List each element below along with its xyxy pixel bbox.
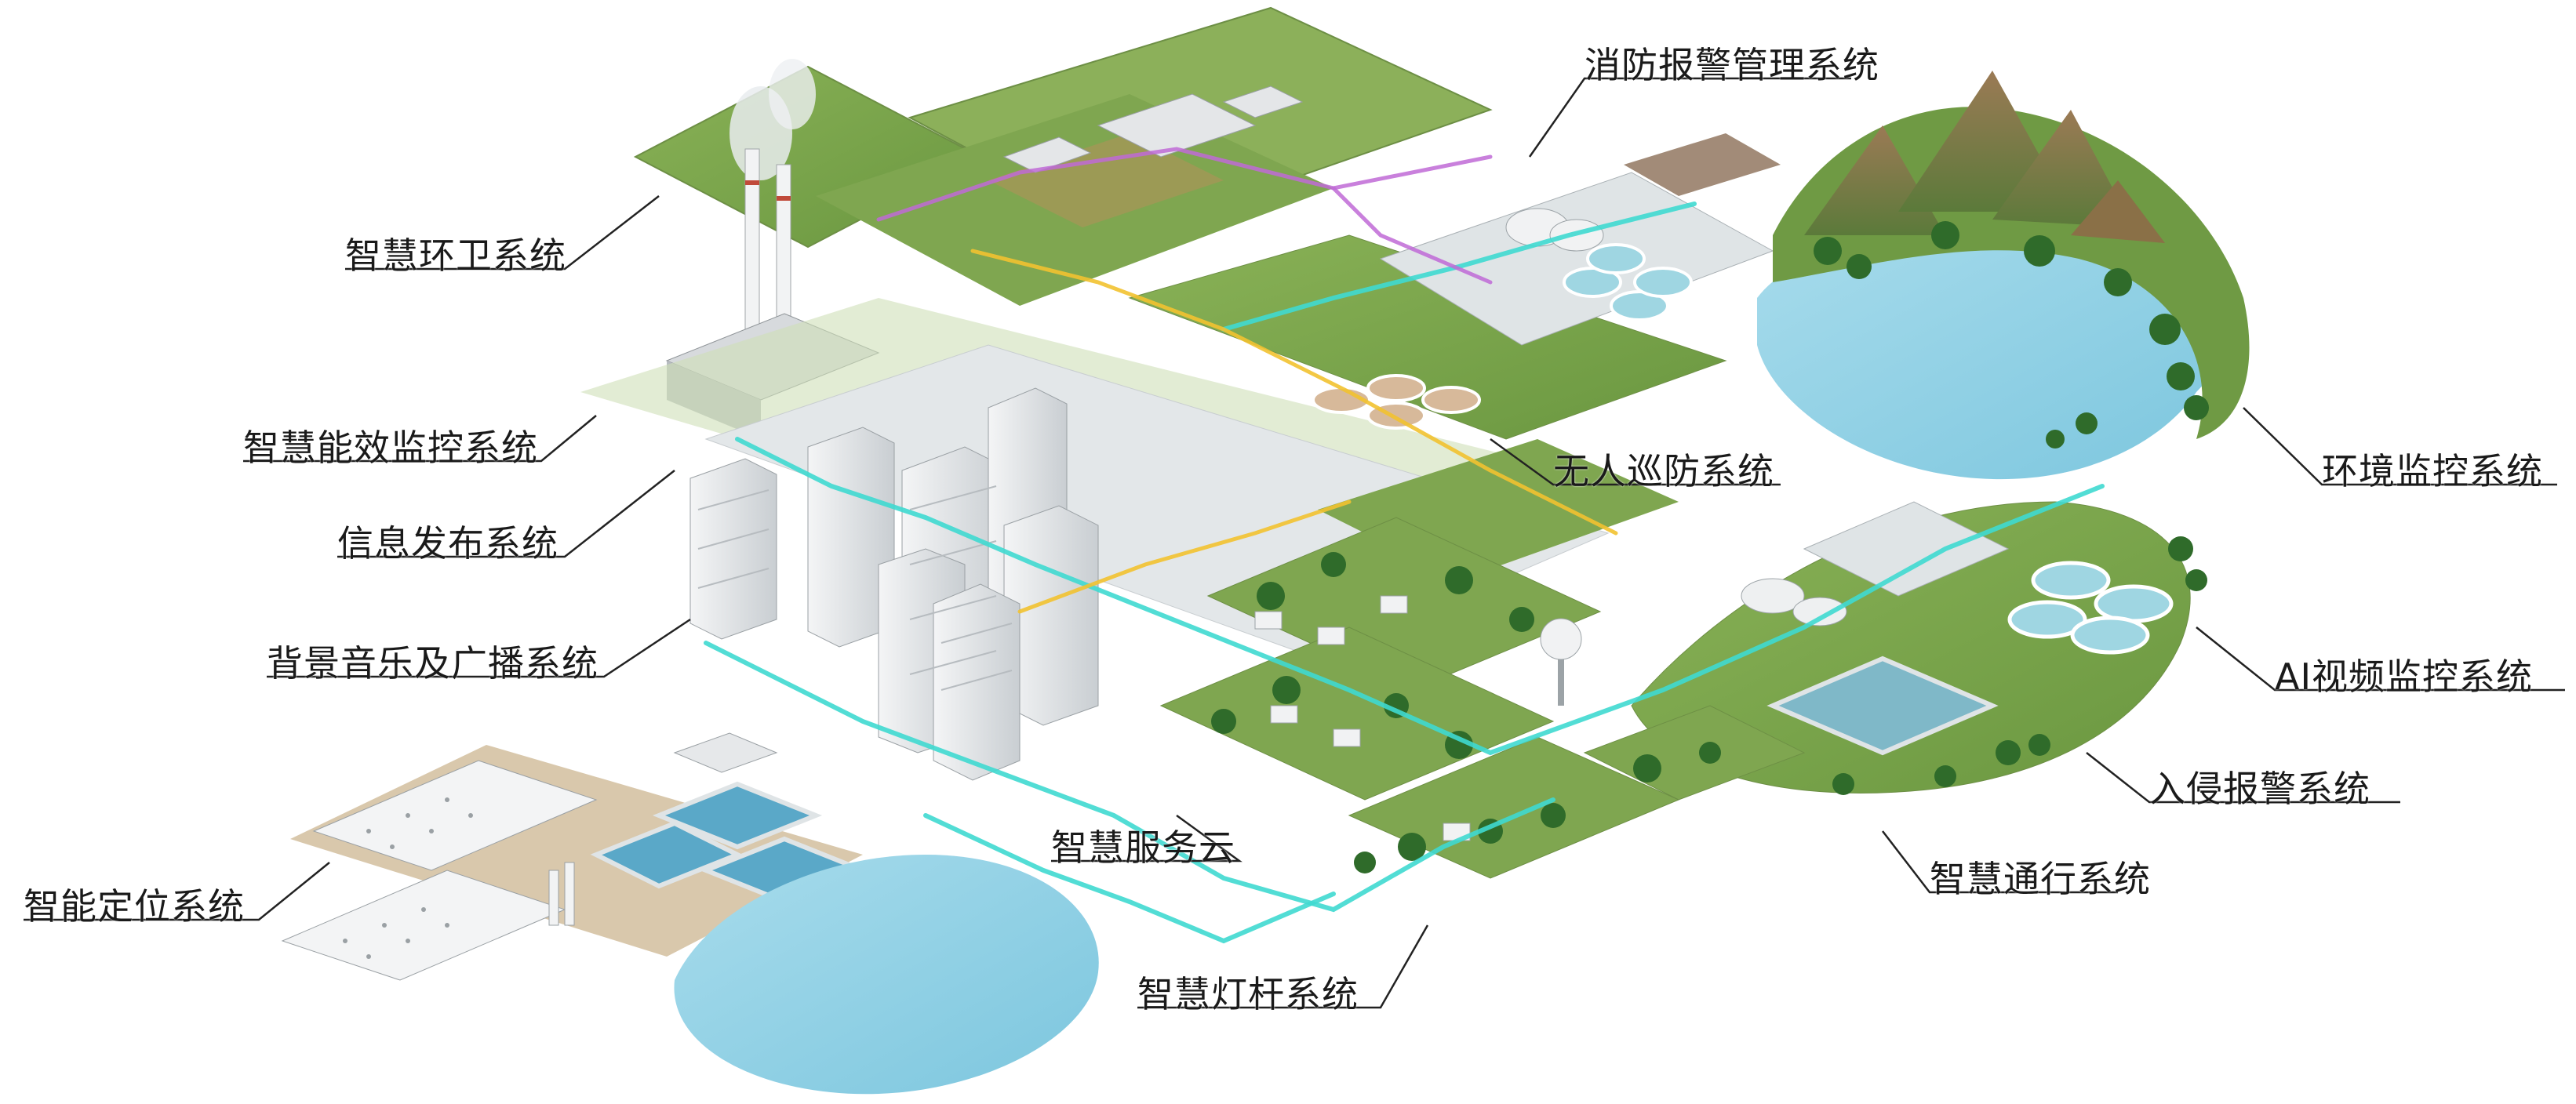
label-smart-sanitation: 智慧环卫系统 (345, 234, 566, 277)
network-links (704, 147, 2105, 944)
label-environment-monitoring: 环境监控系统 (2322, 450, 2543, 492)
label-intrusion-alarm: 入侵报警系统 (2149, 768, 2370, 810)
label-smart-traffic: 智慧通行系统 (1930, 858, 2151, 900)
label-unmanned-patrol: 无人巡防系统 (1553, 450, 1774, 492)
label-information-release: 信息发布系统 (337, 522, 558, 565)
label-smart-energy-monitoring: 智慧能效监控系统 (243, 427, 538, 469)
residential-blocks (1159, 517, 1806, 879)
top-field-zone (633, 6, 1493, 306)
industrial-zone (281, 732, 870, 981)
label-leader-lines (24, 77, 2565, 1009)
label-ai-video-monitoring: AI视频监控系统 (2275, 656, 2534, 698)
label-smart-positioning: 智能定位系统 (24, 885, 245, 928)
label-smart-service-cloud: 智慧服务云 (1051, 826, 1235, 869)
lake-and-mountains (1757, 71, 2250, 480)
label-background-music-broadcast: 背景音乐及广播系统 (267, 642, 599, 685)
bottom-lake (674, 855, 1099, 1095)
right-lower-zone (1631, 501, 2207, 795)
label-fire-alarm-management: 消防报警管理系统 (1585, 44, 1879, 86)
label-smart-lamp-pole: 智慧灯杆系统 (1137, 973, 1359, 1015)
water-treatment-plant (1312, 133, 1781, 430)
office-towers (689, 387, 1099, 781)
